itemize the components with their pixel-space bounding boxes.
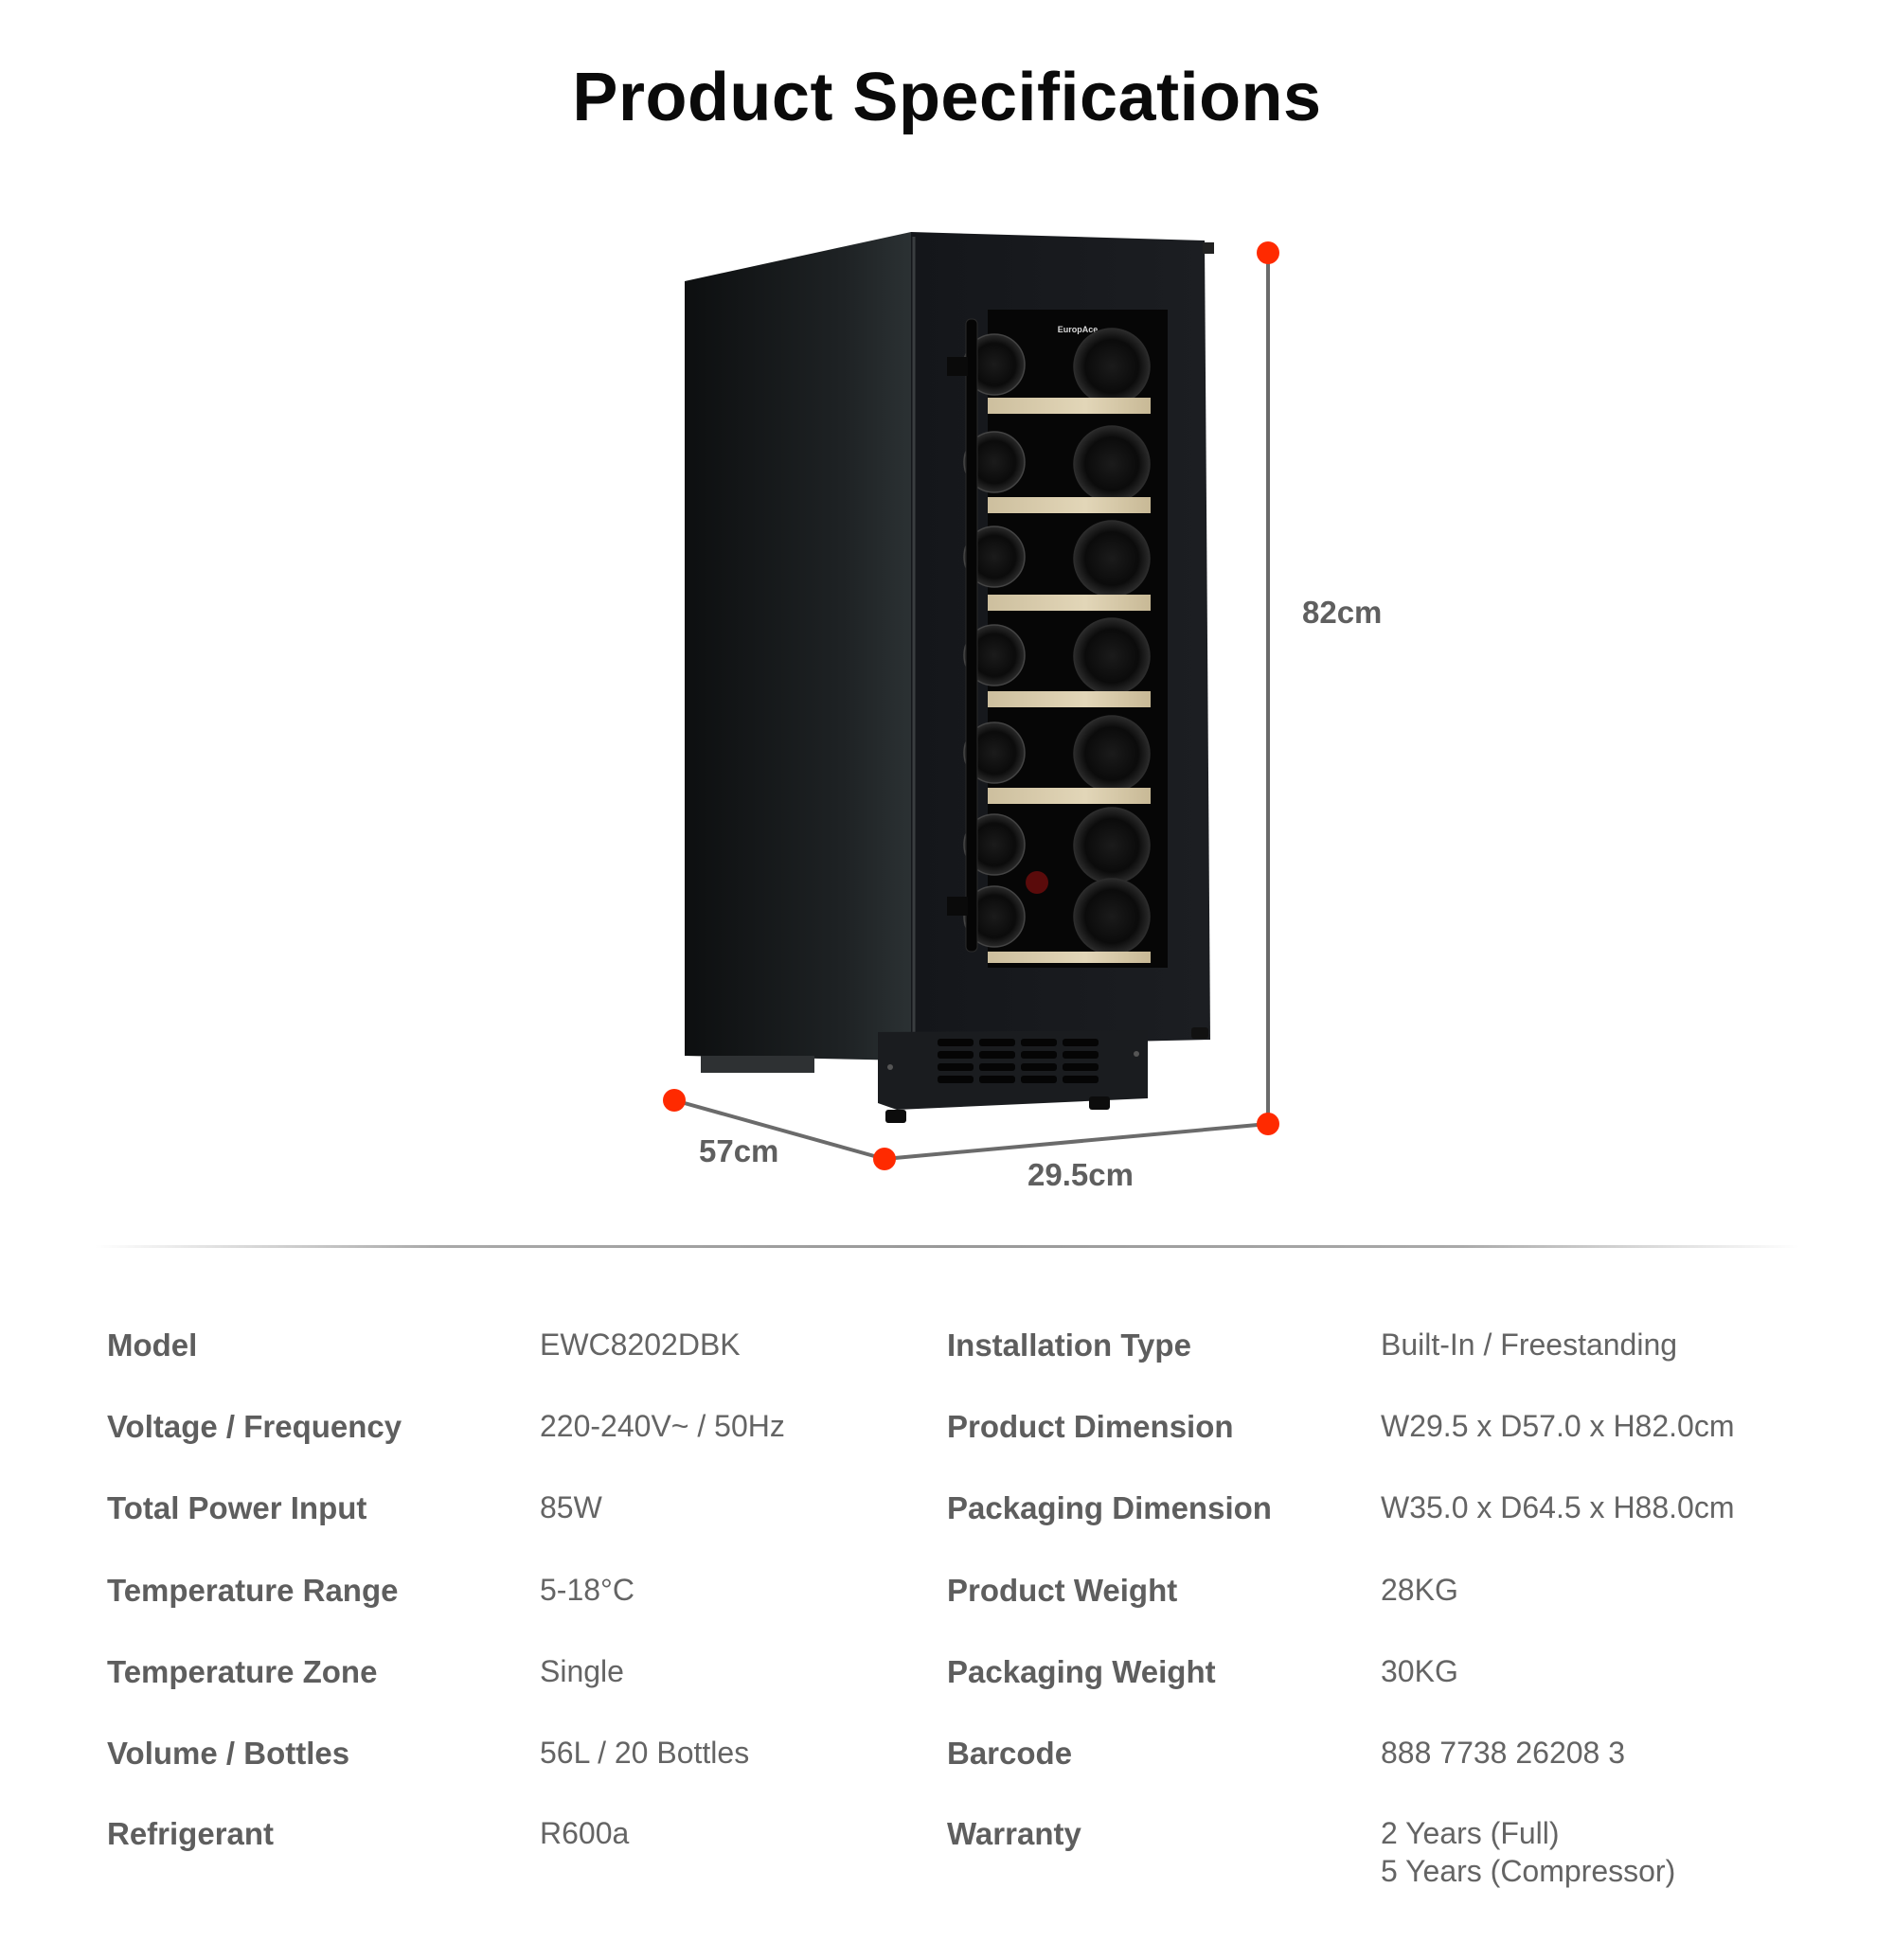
width-dimension-label: 29.5cm — [1027, 1157, 1134, 1192]
page-title: Product Specifications — [572, 60, 1322, 135]
wine-bottles — [963, 328, 1151, 955]
dimension-lines — [673, 253, 1270, 1161]
spec-value: W35.0 x D64.5 x H88.0cm — [1381, 1490, 1735, 1524]
spec-label: Product Dimension — [947, 1409, 1234, 1444]
spec-value: W29.5 x D57.0 x H82.0cm — [1381, 1409, 1735, 1443]
spec-value: 220-240V~ / 50Hz — [540, 1409, 785, 1443]
cabinet-side-panel — [685, 232, 911, 1073]
spec-label: Installation Type — [947, 1327, 1191, 1363]
spec-label: Packaging Weight — [947, 1654, 1216, 1689]
spec-value: EWC8202DBK — [540, 1327, 741, 1362]
spec-value: Single — [540, 1654, 624, 1688]
spec-value: 888 7738 26208 3 — [1381, 1736, 1626, 1770]
base-vent-grille — [878, 1027, 1208, 1123]
brand-label: EuropAce — [1058, 325, 1099, 334]
spec-value: 30KG — [1381, 1654, 1458, 1688]
spec-value: 85W — [540, 1490, 602, 1524]
spec-value-line2: 5 Years (Compressor) — [1381, 1854, 1676, 1888]
spec-label: Total Power Input — [107, 1490, 367, 1525]
spec-value: 28KG — [1381, 1573, 1458, 1607]
spec-value: R600a — [540, 1816, 630, 1850]
door-handle — [947, 318, 978, 953]
depth-dimension-label: 57cm — [699, 1133, 779, 1168]
section-divider — [95, 1245, 1799, 1248]
spec-label: Warranty — [947, 1816, 1081, 1851]
spec-label: Volume / Bottles — [107, 1736, 350, 1771]
corner-marker-dot — [873, 1148, 896, 1170]
spec-label: Voltage / Frequency — [107, 1409, 402, 1444]
spec-value: 5-18°C — [540, 1573, 634, 1607]
spec-value: Built-In / Freestanding — [1381, 1327, 1678, 1362]
product-figure: EuropAce — [663, 232, 1383, 1192]
spec-label: Refrigerant — [107, 1816, 275, 1851]
wine-cooler-illustration: EuropAce — [663, 232, 1279, 1170]
spec-label: Packaging Dimension — [947, 1490, 1272, 1525]
height-dimension-label: 82cm — [1302, 595, 1383, 630]
wooden-shelves — [988, 398, 1151, 963]
spec-label: Barcode — [947, 1736, 1073, 1771]
spec-label: Temperature Range — [107, 1573, 399, 1608]
spec-label: Temperature Zone — [107, 1654, 378, 1689]
dimension-markers — [663, 241, 1279, 1170]
width-marker-dot — [1257, 1113, 1279, 1135]
spec-value: 2 Years (Full) — [1381, 1816, 1560, 1850]
spec-label: Product Weight — [947, 1573, 1178, 1608]
spec-value: 56L / 20 Bottles — [540, 1736, 750, 1770]
spec-label: Model — [107, 1327, 198, 1363]
height-marker-dot — [1257, 241, 1279, 264]
depth-marker-dot — [663, 1089, 686, 1112]
